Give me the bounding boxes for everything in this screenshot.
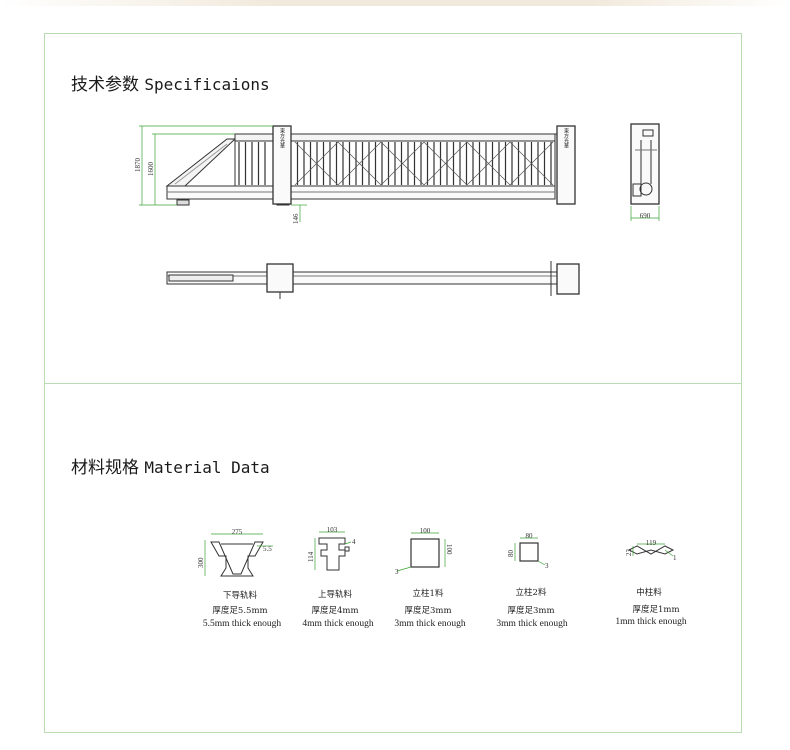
post-sign-text: 東方光華 xyxy=(563,127,569,149)
center-post xyxy=(272,125,292,205)
svg-text:275: 275 xyxy=(232,528,243,536)
dim-overall-height: 1870 xyxy=(134,158,142,173)
svg-text:80: 80 xyxy=(526,532,534,540)
specifications-panel: 技术参数 Specificaions xyxy=(44,33,742,384)
gate-wheel xyxy=(176,199,190,206)
svg-text:3: 3 xyxy=(395,568,399,576)
profile-upper-rail xyxy=(318,537,350,571)
dim-gate-height: 1600 xyxy=(147,162,155,177)
fence-cross-brace xyxy=(423,141,468,186)
material-data-panel: 材料规格 Material Data 275 300 5.5 下导轨料 厚度足5… xyxy=(44,383,742,733)
plan-tail xyxy=(168,274,234,282)
material-thickness-en: 5.5mm thick enough xyxy=(203,619,282,629)
fence-cross-brace xyxy=(337,141,382,186)
material-title: 材料规格 Material Data xyxy=(71,453,270,478)
material-name: 中柱料 xyxy=(636,587,662,598)
side-motor xyxy=(639,182,653,196)
post-sign-text: 東方光華 xyxy=(279,127,285,149)
material-item-post-1: 100 100 3 立柱1料 厚度足3mm 3mm thick enough xyxy=(394,527,465,629)
material-profiles-drawing: 275 300 5.5 下导轨料 厚度足5.5mm 5.5mm thick en… xyxy=(197,526,687,629)
material-title-en: Material Data xyxy=(144,458,270,477)
material-name: 上导轨料 xyxy=(318,589,353,600)
material-thickness-cn: 厚度足3mm xyxy=(507,605,554,616)
fence-cross-brace xyxy=(466,141,511,186)
post-sign-center: 東方光華 xyxy=(279,127,285,149)
profile-post-2 xyxy=(519,542,539,562)
svg-text:23: 23 xyxy=(625,549,633,557)
svg-text:300: 300 xyxy=(197,557,205,568)
material-name: 立柱2料 xyxy=(516,587,547,598)
svg-text:4: 4 xyxy=(352,538,356,546)
profile-lower-rail xyxy=(210,541,264,577)
plan-end-post xyxy=(556,263,580,295)
side-post-body xyxy=(630,123,660,205)
fence-cross-brace xyxy=(509,141,554,186)
gate-front-elevation xyxy=(165,125,576,206)
gate-fence-bars xyxy=(238,142,552,185)
post-sign-end: 東方光華 xyxy=(563,127,569,149)
gate-fence-crosses xyxy=(294,141,554,186)
dim-ground-clearance: 146 xyxy=(292,213,300,224)
front-dimensions xyxy=(139,125,307,222)
material-name: 立柱1料 xyxy=(413,588,444,599)
gate-technical-drawing: 東方光華 東方光華 1870 1600 146 xyxy=(134,123,660,299)
dim-post-width: 690 xyxy=(640,212,651,220)
material-item-middle-post: 119 23 1 中柱料 厚度足1mm 1mm thick enough xyxy=(615,539,686,627)
svg-text:103: 103 xyxy=(327,526,338,534)
svg-text:80: 80 xyxy=(507,550,515,558)
svg-text:114: 114 xyxy=(307,551,315,562)
profile-middle-post xyxy=(627,545,675,555)
svg-text:5.5: 5.5 xyxy=(263,545,272,553)
material-thickness-cn: 厚度足3mm xyxy=(404,605,451,616)
material-item-upper-rail: 103 114 4 上导轨料 厚度足4mm 4mm thick enough xyxy=(302,526,373,629)
svg-text:3: 3 xyxy=(545,562,549,570)
specifications-title-en: Specificaions xyxy=(144,75,270,94)
material-thickness-en: 3mm thick enough xyxy=(496,619,567,629)
material-thickness-cn: 厚度足4mm xyxy=(311,605,358,616)
material-thickness-cn: 厚度足5.5mm xyxy=(212,605,267,616)
gate-plan-view xyxy=(166,261,580,299)
material-item-post-2: 80 80 3 立柱2料 厚度足3mm 3mm thick enough xyxy=(496,532,567,629)
material-thickness-cn: 厚度足1mm xyxy=(632,604,679,615)
material-thickness-en: 4mm thick enough xyxy=(302,619,373,629)
plan-center-post xyxy=(266,263,294,293)
svg-text:100: 100 xyxy=(445,544,453,555)
side-dimensions xyxy=(630,206,660,221)
material-name: 下导轨料 xyxy=(223,590,258,601)
svg-text:119: 119 xyxy=(646,539,657,547)
specifications-title-cn: 技术参数 xyxy=(71,75,139,95)
top-decor-strip xyxy=(0,0,790,6)
end-post xyxy=(556,125,576,205)
profile-post-1 xyxy=(410,538,440,568)
fence-cross-brace xyxy=(380,141,425,186)
material-title-cn: 材料规格 xyxy=(71,458,139,478)
material-item-lower-rail: 275 300 5.5 下导轨料 厚度足5.5mm 5.5mm thick en… xyxy=(197,528,281,629)
specifications-title: 技术参数 Specificaions xyxy=(71,70,270,95)
gate-side-view xyxy=(630,123,660,205)
material-thickness-en: 3mm thick enough xyxy=(394,619,465,629)
svg-text:1: 1 xyxy=(673,554,677,562)
fence-cross-brace xyxy=(294,141,339,186)
material-thickness-en: 1mm thick enough xyxy=(615,617,686,627)
svg-text:100: 100 xyxy=(420,527,431,535)
